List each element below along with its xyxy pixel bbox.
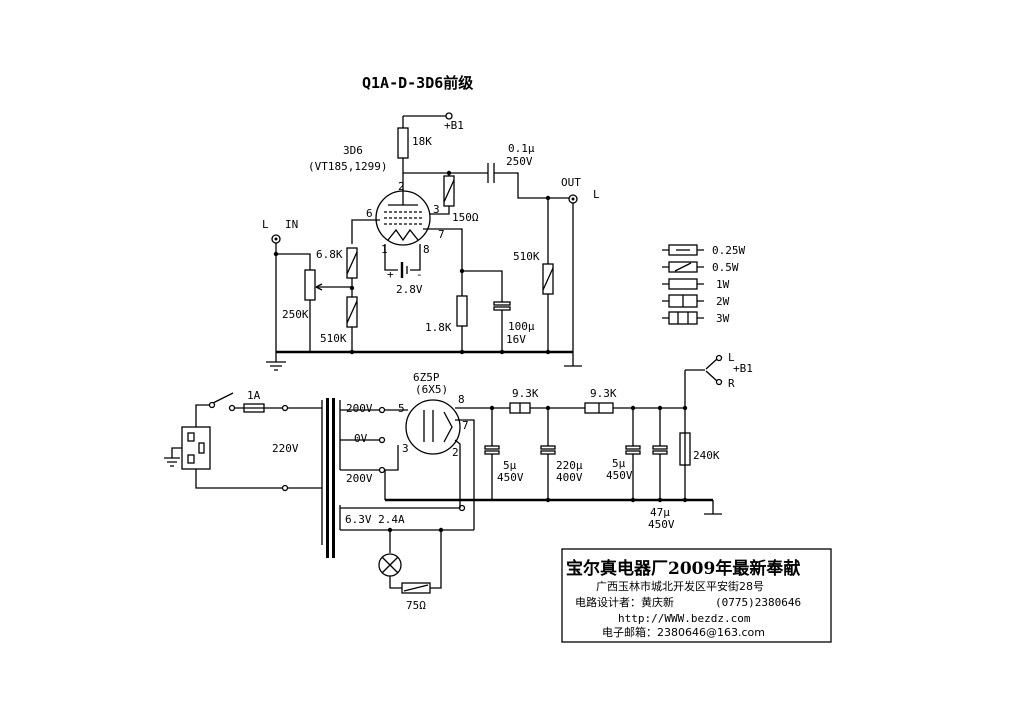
tube-3d6-alt: (VT185,1299) bbox=[308, 160, 387, 173]
cap-100u bbox=[493, 301, 511, 306]
legend-row-0.5w: 0.5W bbox=[662, 261, 739, 274]
svg-text:0.5W: 0.5W bbox=[712, 261, 739, 274]
svg-text:450V: 450V bbox=[648, 518, 675, 531]
transformer-core bbox=[326, 398, 329, 558]
pot-250k-label: 250K bbox=[282, 308, 309, 321]
r-1k8-label: 1.8K bbox=[425, 321, 452, 334]
resistor-legend: 0.25W 0.5W 1W 2W 3W bbox=[662, 244, 745, 325]
cap-coupling-voltage: 250V bbox=[506, 155, 533, 168]
mains-socket bbox=[181, 426, 211, 470]
mains-voltage-label: 220V bbox=[272, 442, 299, 455]
legend-row-1w: 1W bbox=[662, 278, 730, 291]
fil-voltage-label: 2.8V bbox=[396, 283, 423, 296]
sec-200v-a: 200V bbox=[346, 402, 373, 415]
svg-text:3W: 3W bbox=[716, 312, 730, 325]
svg-text:8: 8 bbox=[458, 393, 465, 406]
cap-100u-label: 100μ bbox=[508, 320, 535, 333]
b1-terminal-l bbox=[715, 354, 723, 362]
power-supply-section: 1A 220V 200V 0V 200V 6.3V 2.4A 6Z5P (6X5… bbox=[164, 351, 753, 612]
r-18k-label: 18K bbox=[412, 135, 432, 148]
out-channel-label: L bbox=[593, 188, 600, 201]
r-75-label: 75Ω bbox=[406, 599, 426, 612]
info-box: 宝尔真电器厂2009年最新奉献 广西玉林市城北开发区平安街28号 电路设计者：黄… bbox=[561, 548, 832, 643]
mains-ground bbox=[164, 447, 182, 467]
svg-text:6: 6 bbox=[366, 207, 373, 220]
website: http://WWW.bezdz.com bbox=[618, 612, 751, 625]
r-510k-out-label: 510K bbox=[513, 250, 540, 263]
preamp-section: +B1 18K 0.1μ 250V 150Ω OUT L 510K bbox=[262, 112, 600, 371]
svg-text:400V: 400V bbox=[556, 471, 583, 484]
svg-text:5μ: 5μ bbox=[612, 457, 626, 470]
svg-text:450V: 450V bbox=[497, 471, 524, 484]
svg-text:L: L bbox=[728, 351, 735, 364]
r-6k8-label: 6.8K bbox=[316, 248, 343, 261]
designer: 电路设计者：黄庆新 bbox=[575, 595, 674, 609]
plate-to-out-wire bbox=[403, 172, 573, 199]
sec-200v-b: 200V bbox=[346, 472, 373, 485]
cap-5u-a bbox=[484, 445, 500, 450]
svg-text:240K: 240K bbox=[693, 449, 720, 462]
b1-label-pre: +B1 bbox=[444, 119, 464, 132]
in-label: IN bbox=[285, 218, 298, 231]
cap-5u-b bbox=[625, 445, 641, 450]
legend-row-3w: 3W bbox=[662, 311, 730, 325]
company-address: 广西玉林市城北开发区平安街28号 bbox=[596, 579, 764, 593]
out-label: OUT bbox=[561, 176, 581, 189]
cap-220u bbox=[540, 445, 556, 450]
company-name: 宝尔真电器厂2009年最新奉献 bbox=[566, 558, 800, 579]
rectifier-alt: (6X5) bbox=[415, 383, 448, 396]
sec-0v: 0V bbox=[354, 432, 368, 445]
svg-text:2: 2 bbox=[398, 180, 405, 193]
cap-100u-voltage: 16V bbox=[506, 333, 526, 346]
fuse-label: 1A bbox=[247, 389, 261, 402]
phone: (0775)2380646 bbox=[715, 596, 801, 609]
r-150-label: 150Ω bbox=[452, 211, 479, 224]
b1-terminal-r bbox=[715, 378, 723, 386]
svg-text:450V: 450V bbox=[606, 469, 633, 482]
cap-47u bbox=[652, 445, 668, 450]
svg-text:+: + bbox=[387, 268, 394, 281]
svg-text:7: 7 bbox=[462, 419, 469, 432]
svg-text:R: R bbox=[728, 377, 735, 390]
ground-symbol-psu bbox=[704, 500, 722, 515]
svg-text:220μ: 220μ bbox=[556, 459, 583, 472]
sec-6v3: 6.3V 2.4A bbox=[345, 513, 405, 526]
r-9k3-a-label: 9.3K bbox=[512, 387, 539, 400]
svg-text:3: 3 bbox=[402, 442, 409, 455]
r-510k-in-label: 510K bbox=[320, 332, 347, 345]
svg-text:1W: 1W bbox=[716, 278, 730, 291]
ground-symbol-pre bbox=[266, 352, 286, 371]
svg-text:7: 7 bbox=[438, 228, 445, 241]
cap-coupling-label: 0.1μ bbox=[508, 142, 535, 155]
svg-text:2: 2 bbox=[452, 446, 459, 459]
resistor-1k8 bbox=[456, 295, 468, 327]
legend-row-0.25w: 0.25W bbox=[662, 244, 745, 257]
svg-text:0.25W: 0.25W bbox=[712, 244, 745, 257]
tube-filament bbox=[387, 228, 419, 242]
tube-3d6-name: 3D6 bbox=[343, 144, 363, 157]
svg-text:2W: 2W bbox=[716, 295, 730, 308]
svg-text:1: 1 bbox=[381, 243, 388, 256]
ground-symbol-pre-right bbox=[564, 352, 582, 367]
svg-text:8: 8 bbox=[423, 243, 430, 256]
svg-text:-: - bbox=[416, 268, 423, 281]
svg-text:5: 5 bbox=[398, 402, 405, 415]
in-channel-label: L bbox=[262, 218, 269, 231]
potentiometer-250k bbox=[304, 269, 316, 301]
diagram-title: Q1A-D-3D6前级 bbox=[362, 74, 474, 92]
svg-text:5μ: 5μ bbox=[503, 459, 517, 472]
rectifier-name: 6Z5P bbox=[413, 371, 440, 384]
svg-text:3: 3 bbox=[433, 203, 440, 216]
power-switch bbox=[212, 392, 234, 404]
legend-row-2w: 2W bbox=[662, 294, 730, 308]
svg-text:47μ: 47μ bbox=[650, 506, 670, 519]
r-9k3-b-label: 9.3K bbox=[590, 387, 617, 400]
email: 电子邮箱：2380646@163.com bbox=[602, 625, 765, 639]
svg-text:+B1: +B1 bbox=[733, 362, 753, 375]
resistor-18k bbox=[397, 127, 409, 159]
